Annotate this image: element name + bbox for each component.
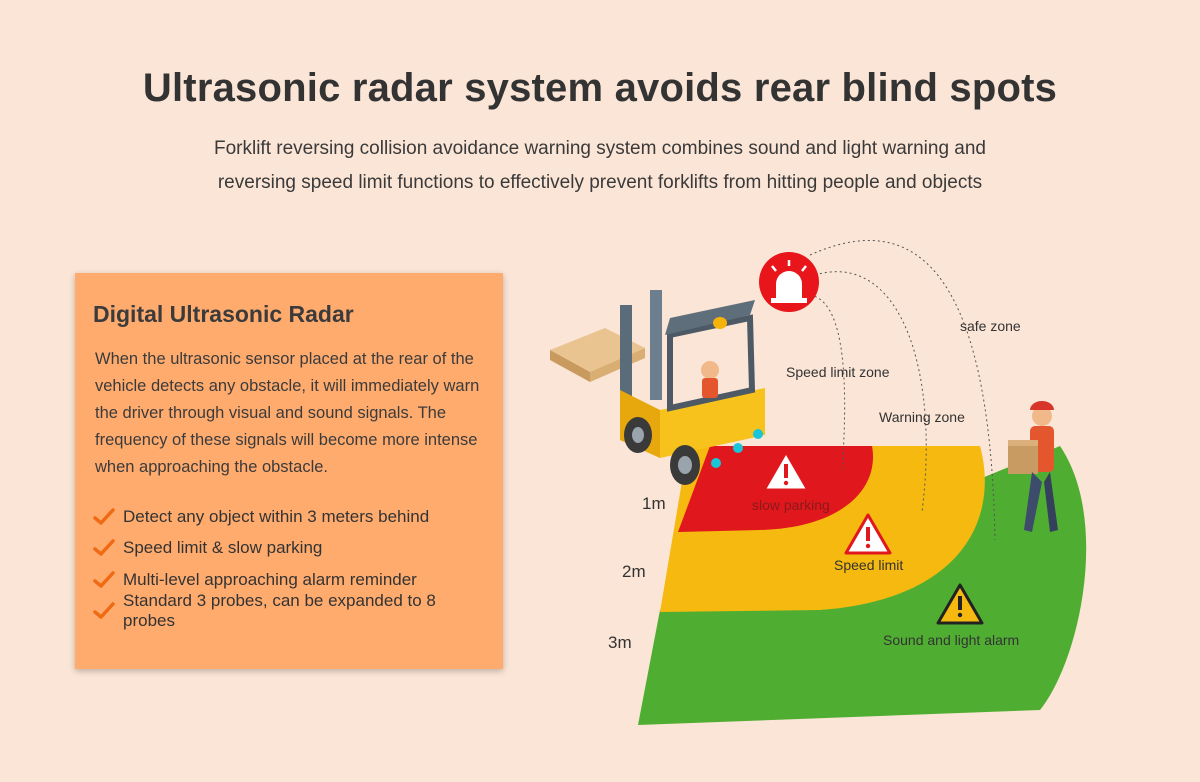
radar-diagram-graphic: [550, 240, 1087, 725]
warning-zone-label: Warning zone: [879, 409, 965, 425]
speed-limit-zone-label: Speed limit zone: [786, 364, 890, 380]
radar-diagram: Speed limit zone Warning zone safe zone …: [520, 220, 1200, 760]
check-icon: [93, 539, 115, 556]
feature-item: Detect any object within 3 meters behind: [93, 501, 485, 533]
info-box-description: When the ultrasonic sensor placed at the…: [95, 350, 480, 476]
info-box: Digital Ultrasonic Radar When the ultras…: [75, 273, 503, 669]
alarm-light-icon: [759, 252, 819, 312]
sound-light-alarm-label: Sound and light alarm: [883, 632, 1020, 648]
feature-item: Standard 3 probes, can be expanded to 8 …: [93, 591, 485, 630]
feature-label: Detect any object within 3 meters behind: [123, 506, 430, 526]
feature-label: Multi-level approaching alarm reminder: [123, 569, 417, 589]
feature-label: Speed limit & slow parking: [123, 538, 323, 558]
leader-line-safe: [809, 240, 996, 541]
check-icon: [93, 508, 115, 525]
leader-line-warning: [814, 271, 927, 513]
safe-zone-label: safe zone: [960, 318, 1021, 334]
feature-item: Multi-level approaching alarm reminder: [93, 564, 485, 596]
subtitle-line-1: Forklift reversing collision avoidance w…: [213, 138, 986, 159]
warning-triangle-red-icon: [762, 450, 810, 492]
feature-list: Detect any object within 3 meters behind…: [93, 501, 485, 630]
check-icon: [93, 602, 115, 619]
distance-2m-label: 2m: [622, 562, 646, 581]
subtitle-line-2: reversing speed limit functions to effec…: [217, 172, 983, 193]
check-icon: [93, 571, 115, 588]
feature-item: Speed limit & slow parking: [93, 533, 485, 565]
slow-parking-label: slow parking: [752, 497, 830, 513]
speed-limit-label: Speed limit: [834, 557, 904, 573]
page-title: Ultrasonic radar system avoids rear blin…: [142, 66, 1058, 110]
distance-1m-label: 1m: [642, 494, 666, 513]
warning-triangle-yellow-icon: [844, 513, 892, 555]
info-box-title: Digital Ultrasonic Radar: [93, 301, 354, 327]
page-subtitle: Forklift reversing collision avoidance w…: [150, 132, 1050, 200]
worker-illustration: [1008, 401, 1058, 532]
forklift-illustration: [550, 290, 765, 485]
warning-triangle-green-icon: [936, 583, 984, 625]
distance-3m-label: 3m: [608, 633, 632, 652]
leader-line-speed-limit: [809, 294, 846, 473]
feature-label: Standard 3 probes, can be expanded to 8 …: [123, 591, 436, 631]
